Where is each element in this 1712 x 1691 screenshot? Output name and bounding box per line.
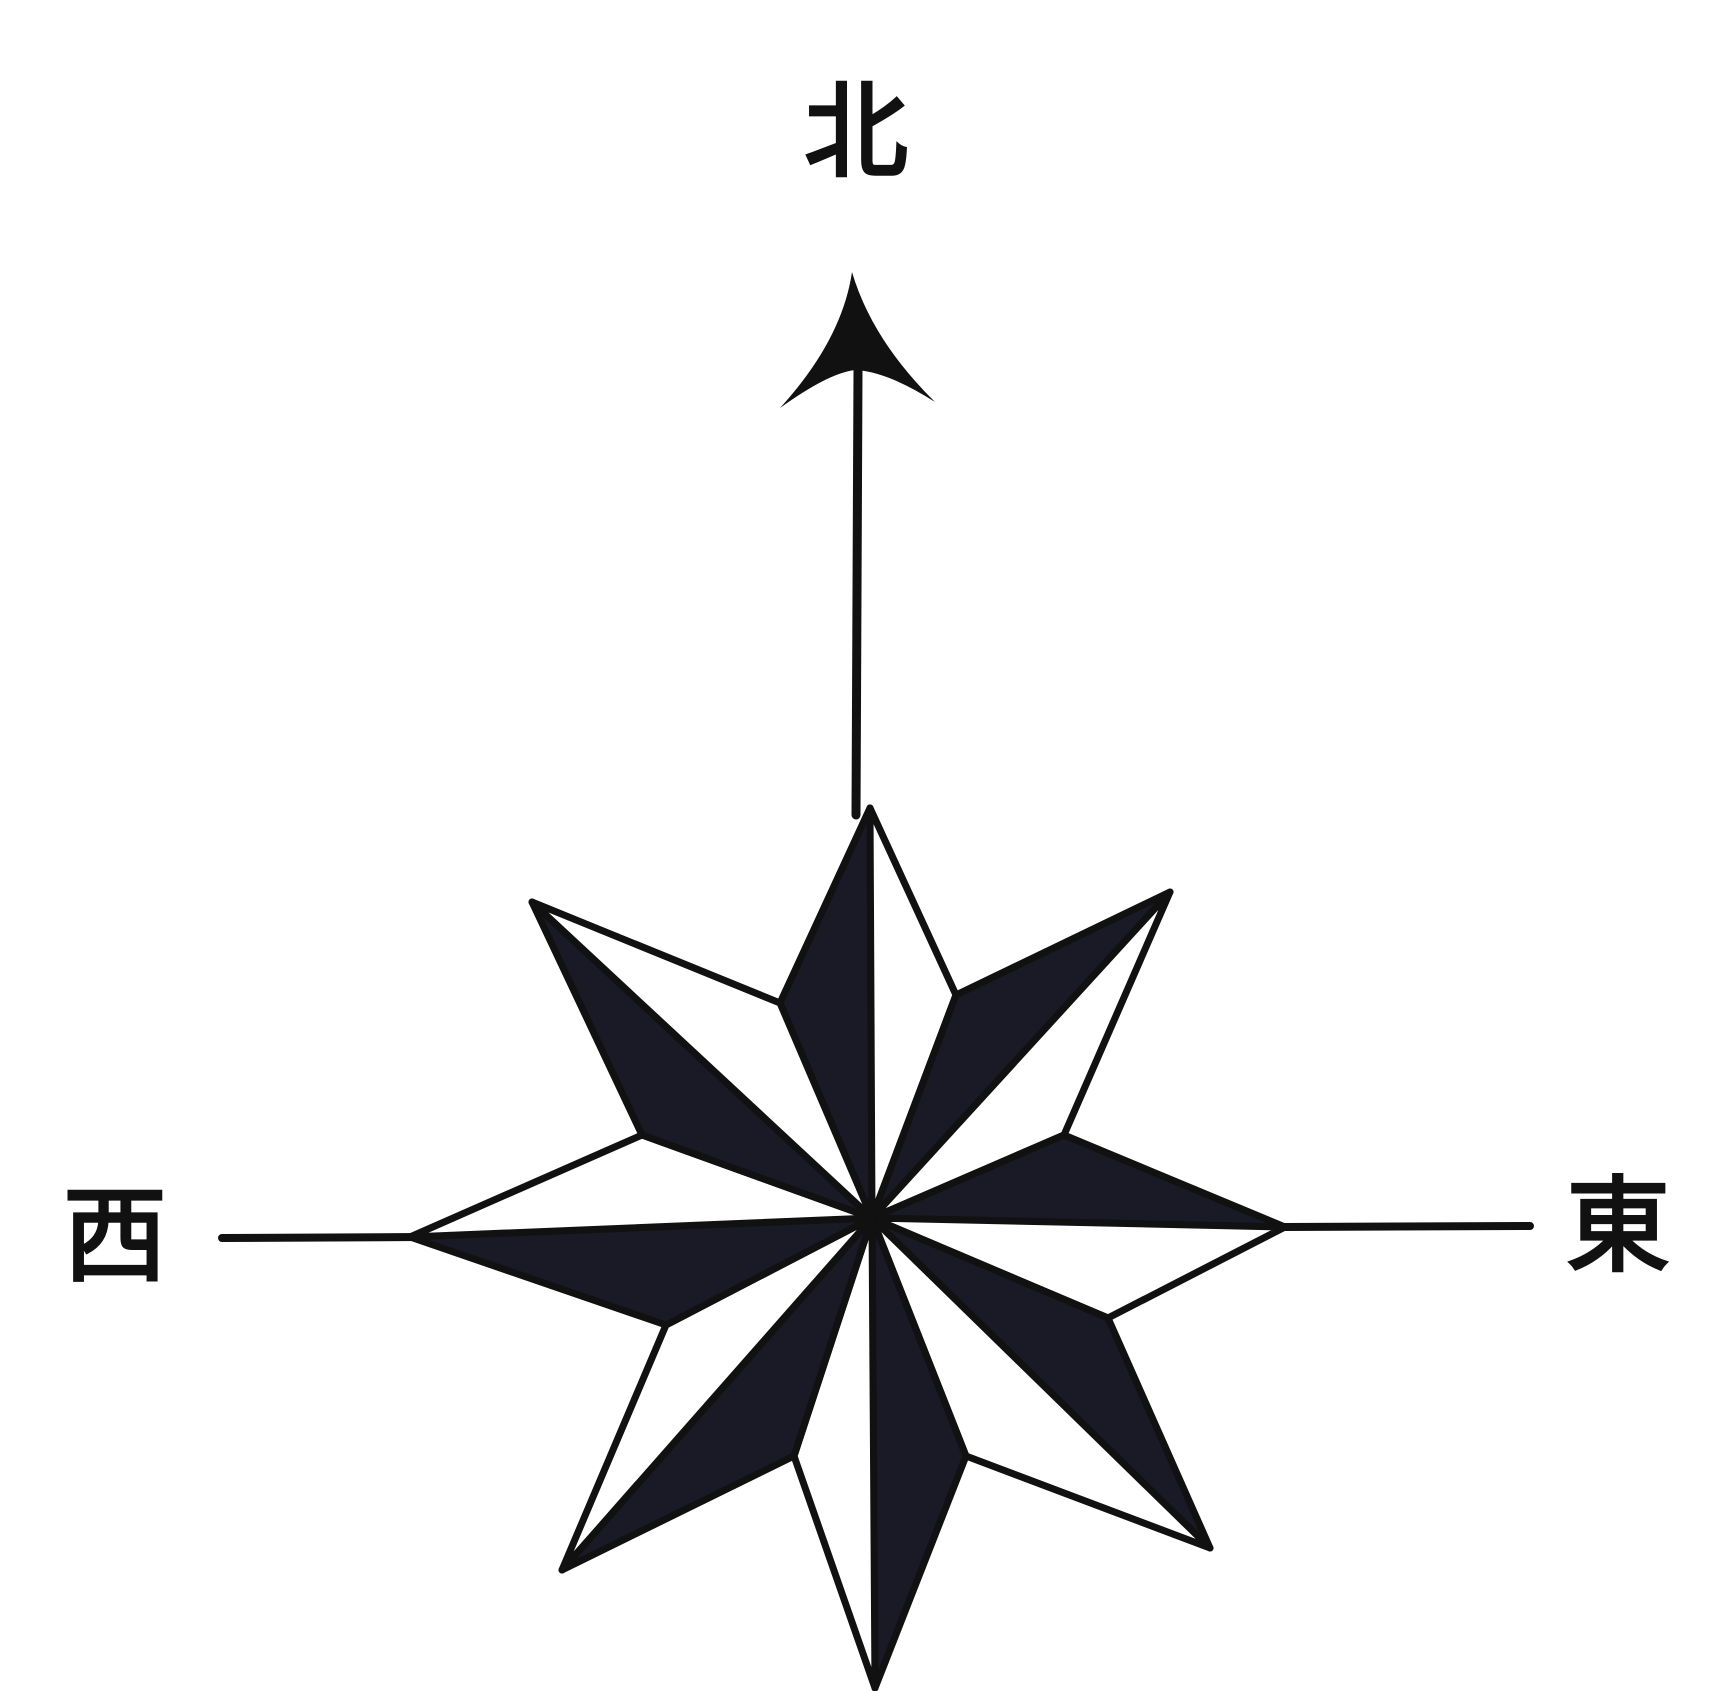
compass-star <box>410 808 1285 1688</box>
east-label: 東 <box>1566 1164 1670 1287</box>
west-axis-line <box>222 1237 420 1238</box>
west-label: 西 <box>63 1174 167 1297</box>
north-label: 北 <box>804 70 908 193</box>
north-arrow-shaft <box>856 370 858 815</box>
east-axis-line <box>1285 1226 1530 1227</box>
